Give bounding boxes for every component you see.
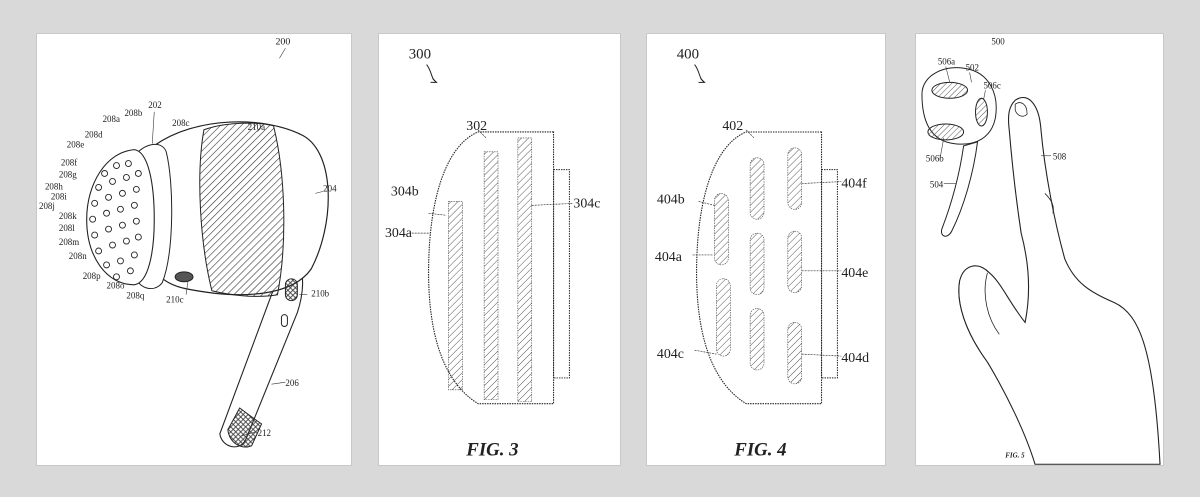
figure-4-panel: 400 402 404b 404a 404c [646, 33, 886, 466]
label-208m: 208m [59, 237, 79, 247]
label-208o: 208o [107, 281, 125, 291]
label-404b: 404b [657, 192, 685, 207]
label-304a: 304a [385, 226, 412, 241]
segment-404c [716, 278, 731, 357]
segment-404f [787, 147, 802, 210]
label-208p: 208p [83, 271, 101, 281]
hatched-region-210a [199, 122, 285, 297]
figure-2-reference: 200 [275, 36, 290, 47]
label-404c: 404c [657, 347, 684, 362]
stripe-2 [483, 151, 499, 401]
label-502: 502 [966, 62, 979, 72]
fingernail [1014, 102, 1028, 117]
label-506a: 506a [938, 56, 955, 66]
label-208k: 208k [59, 211, 77, 221]
eartip-dome [86, 149, 155, 286]
segment-bot-mid [749, 308, 765, 371]
segment-mid-mid [749, 232, 765, 295]
hand-fingers [958, 193, 1054, 351]
segment-404e [787, 230, 802, 293]
figure-5-caption: FIG. 5 [1005, 451, 1025, 459]
segment-404b [714, 193, 729, 266]
eartip-stripes-drawing: 300 302 304b 304a 304c FIG. 3 [385, 47, 600, 461]
label-208c: 208c [172, 118, 189, 128]
label-404e: 404e [841, 266, 868, 281]
sensor-dots-208 [89, 160, 142, 281]
label-206: 206 [285, 378, 299, 388]
stripe-1 [448, 201, 463, 391]
figure-3-reference: 300 [409, 47, 431, 63]
label-208l: 208l [59, 223, 75, 233]
label-504: 504 [930, 180, 944, 190]
label-208q: 208q [126, 291, 144, 301]
label-204: 204 [323, 183, 337, 193]
segment-404d [787, 322, 802, 385]
label-208f: 208f [61, 158, 77, 168]
label-210c: 210c [166, 295, 183, 305]
label-208d: 208d [85, 130, 103, 140]
label-208g: 208g [59, 169, 77, 179]
label-302: 302 [466, 119, 487, 134]
label-210b: 210b [311, 289, 329, 299]
label-506b: 506b [926, 154, 944, 164]
figure-3-panel: 300 302 304b 304a 304c FIG. 3 [378, 33, 621, 466]
label-208h: 208h [45, 181, 63, 191]
sensor-210b [284, 278, 298, 302]
label-304b: 304b [391, 184, 419, 199]
hand-508 [958, 97, 1161, 465]
sensor-210c [174, 271, 194, 283]
hand-gesture-drawing: 500 506a 502 506c 506b 504 [921, 37, 1161, 465]
label-402: 402 [722, 119, 743, 134]
stem-port [280, 314, 288, 328]
stem-tip-mesh [227, 407, 263, 448]
segment-top-mid [749, 157, 765, 220]
label-208n: 208n [69, 251, 87, 261]
label-208j: 208j [39, 201, 55, 211]
eartip-segments-drawing: 400 402 404b 404a 404c [655, 47, 869, 461]
label-506c: 506c [983, 80, 1000, 90]
earbud-stem-504 [940, 141, 979, 237]
figure-5-reference: 500 [991, 37, 1005, 47]
label-404f: 404f [841, 177, 867, 192]
label-212: 212 [258, 428, 271, 438]
label-208i: 208i [51, 191, 67, 201]
label-304c: 304c [573, 196, 600, 211]
earbud-drawing: 200 202 210a 204 210b 210c 206 212 208a … [39, 36, 337, 448]
figure-3-caption: FIG. 3 [465, 439, 518, 460]
label-202: 202 [148, 100, 161, 110]
figure-4-reference: 400 [677, 47, 699, 63]
sensor-506b [927, 123, 965, 141]
sensor-506c [975, 97, 988, 127]
label-508: 508 [1053, 152, 1067, 162]
label-208a: 208a [103, 114, 120, 124]
sensor-506a [931, 81, 969, 99]
arrow-300 [426, 64, 437, 83]
label-404a: 404a [655, 250, 682, 265]
eartip-base-304 [553, 169, 570, 379]
label-404d: 404d [841, 351, 869, 366]
label-210a: 210a [248, 122, 265, 132]
eartip-base-404 [821, 169, 838, 379]
arrow-400 [694, 64, 705, 83]
label-208e: 208e [67, 140, 84, 150]
figure-4-caption: FIG. 4 [733, 439, 786, 460]
figure-5-panel: 500 506a 502 506c 506b 504 [915, 33, 1164, 466]
figure-2-panel: 200 202 210a 204 210b 210c 206 212 208a … [36, 33, 352, 466]
label-208b: 208b [124, 108, 142, 118]
stripe-3 [517, 137, 533, 403]
